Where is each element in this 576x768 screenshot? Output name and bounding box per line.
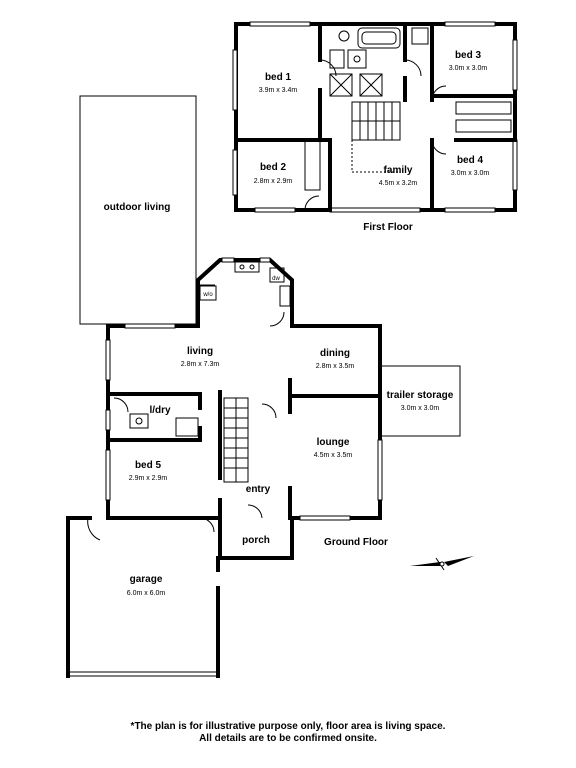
dining-dims: 2.8m x 3.5m (316, 363, 355, 370)
outdoor-living-area: outdoor living (79, 95, 197, 325)
lounge-dims: 4.5m x 3.5m (314, 452, 353, 459)
bed1-dims: 3.9m x 3.4m (259, 87, 298, 94)
outdoor-living-label: outdoor living (104, 202, 171, 213)
living-dims: 2.8m x 7.3m (181, 361, 220, 368)
bed3-dims: 3.0m x 3.0m (449, 65, 488, 72)
entry-label: entry (246, 484, 271, 495)
bed5-label: bed 5 (135, 460, 162, 471)
family-dims: 4.5m x 3.2m (379, 180, 418, 187)
bed2-dims: 2.8m x 2.9m (254, 178, 293, 185)
disclaimer-line-2: All details are to be confirmed onsite. (199, 733, 377, 744)
first-floor-title: First Floor (363, 222, 413, 233)
first-floor: bed 1 3.9m x 3.4m bed 2 2.8m x 2.9m bed … (232, 21, 518, 233)
first-floor-stairs (351, 101, 401, 173)
compass-icon (410, 556, 474, 571)
ldry-label: l/dry (149, 405, 171, 416)
porch-label: porch (242, 535, 270, 546)
garage-dims: 6.0m x 6.0m (127, 590, 166, 597)
lounge-label: lounge (317, 437, 350, 448)
dining-label: dining (320, 348, 350, 359)
ground-floor: living 2.8m x 7.3m dining 2.8m x 3.5m l/… (66, 257, 461, 678)
trailer-dims: 3.0m x 3.0m (401, 405, 440, 412)
bed1-label: bed 1 (265, 72, 292, 83)
trailer-label: trailer storage (387, 390, 454, 401)
ground-floor-title: Ground Floor (324, 537, 388, 548)
ground-floor-stairs (223, 397, 249, 483)
bed4-dims: 3.0m x 3.0m (451, 170, 490, 177)
family-label: family (384, 165, 413, 176)
living-label: living (187, 346, 213, 357)
bed5-dims: 2.9m x 2.9m (129, 475, 168, 482)
bed2-label: bed 2 (260, 162, 287, 173)
disclaimer-line-1: *The plan is for illustrative purpose on… (130, 721, 446, 732)
garage-label: garage (130, 574, 163, 585)
dishwasher-label: dw (272, 276, 280, 282)
bed3-label: bed 3 (455, 50, 482, 61)
bed4-label: bed 4 (457, 155, 484, 166)
wall-oven-label: w/o (202, 292, 213, 298)
